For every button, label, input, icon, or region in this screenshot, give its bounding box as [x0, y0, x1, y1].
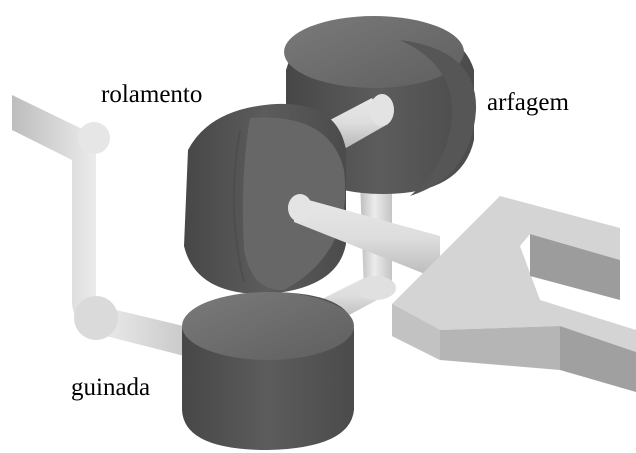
- roll-joint-label: rolamento: [101, 81, 203, 108]
- yaw-joint-label: guinada: [71, 374, 151, 401]
- pitch-joint-label: arfagem: [487, 89, 569, 116]
- yaw-joint: [182, 292, 354, 450]
- gripper: [392, 196, 636, 392]
- pitch-shaft: [330, 94, 394, 148]
- roll-joint: [184, 103, 346, 295]
- roll-shaft: [288, 194, 440, 280]
- base-arm-link: [12, 95, 200, 360]
